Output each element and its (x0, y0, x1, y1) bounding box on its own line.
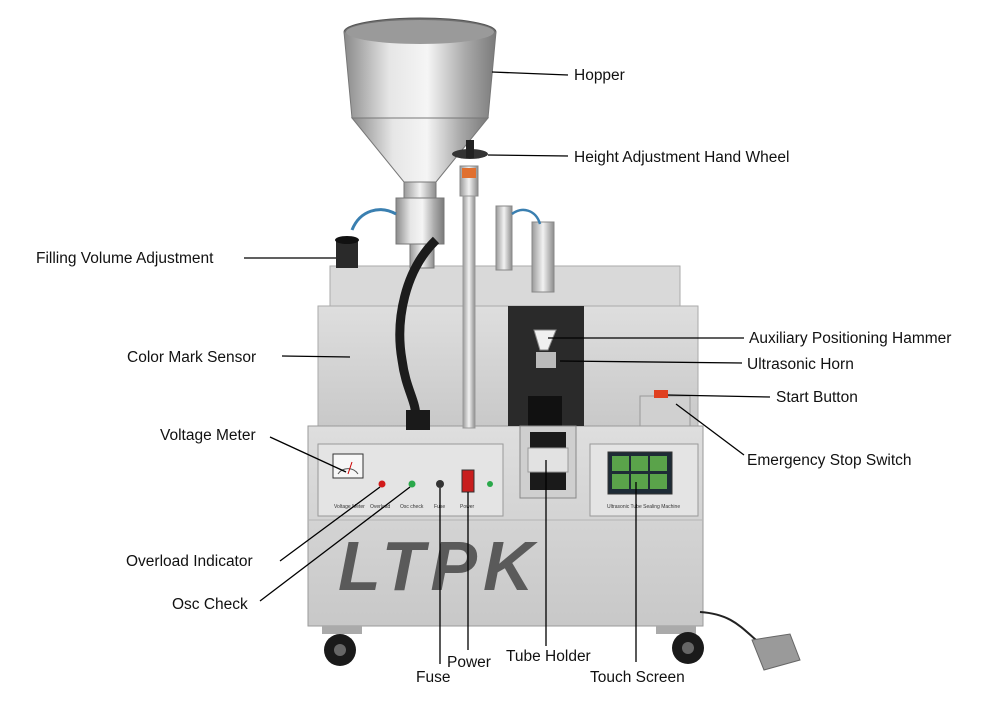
leader-start-button (667, 394, 771, 398)
vertical-rod (462, 195, 476, 429)
label-tube-holder: Tube Holder (506, 648, 591, 665)
power-switch (461, 469, 475, 493)
voltage-meter-dial (332, 453, 364, 479)
label-color-mark: Color Mark Sensor (127, 349, 256, 366)
label-aux-hammer: Auxiliary Positioning Hammer (749, 330, 951, 347)
label-start-button: Start Button (776, 389, 858, 406)
label-hand-wheel: Height Adjustment Hand Wheel (574, 149, 789, 166)
hopper-assembly (343, 17, 497, 269)
label-hopper: Hopper (574, 67, 625, 84)
caster-right (656, 626, 704, 664)
left-control-panel: Voltage Meter Overload Osc check Fuse Po… (317, 443, 504, 517)
fuse-holder (436, 480, 444, 488)
label-ultrasonic-horn: Ultrasonic Horn (747, 356, 854, 373)
panel-overload-text: Overload (370, 504, 391, 510)
leader-color-mark (281, 355, 351, 358)
label-emergency-stop: Emergency Stop Switch (747, 452, 912, 469)
panel-voltage-meter-text: Voltage Meter (334, 504, 365, 510)
sealing-station (495, 205, 584, 426)
label-touch-screen: Touch Screen (590, 669, 685, 686)
label-overload-indicator: Overload Indicator (126, 553, 253, 570)
touch-screen-panel: Ultrasonic Tube Sealing Machine (589, 443, 699, 517)
caster-left (322, 626, 362, 666)
label-osc-check: Osc Check (172, 596, 248, 613)
panel-power-text: Power (460, 504, 475, 510)
leader-osc-check (259, 486, 411, 602)
machine-illustration: Voltage Meter Overload Osc check Fuse Po… (307, 17, 801, 671)
leader-overload (279, 486, 381, 562)
label-power: Power (447, 654, 491, 671)
label-filling-volume: Filling Volume Adjustment (36, 250, 214, 267)
filling-volume-knob (335, 208, 397, 268)
leader-lines (244, 71, 771, 664)
panel-osc-check-text: Osc check (400, 504, 424, 510)
leader-hopper (491, 71, 569, 76)
label-voltage-meter: Voltage Meter (160, 427, 256, 444)
brand-logo: LTPK (338, 527, 540, 605)
leader-voltage-meter (269, 436, 347, 473)
osc-check-lamp (408, 480, 416, 488)
foot-pedal (699, 611, 801, 671)
hose (395, 236, 440, 419)
tube-holder-area (519, 425, 577, 499)
panel-machine-name-text: Ultrasonic Tube Sealing Machine (607, 504, 680, 510)
leader-ultrasonic-horn (559, 360, 743, 364)
hand-wheel (452, 140, 488, 197)
start-emergency-block (639, 390, 691, 427)
label-fuse: Fuse (416, 669, 450, 686)
leader-hand-wheel (487, 154, 569, 157)
upper-housing (329, 265, 681, 311)
callout-labels: Hopper Height Adjustment Hand Wheel Fill… (36, 67, 951, 686)
leader-emergency-stop (675, 403, 745, 456)
overload-indicator-lamp (378, 480, 386, 488)
